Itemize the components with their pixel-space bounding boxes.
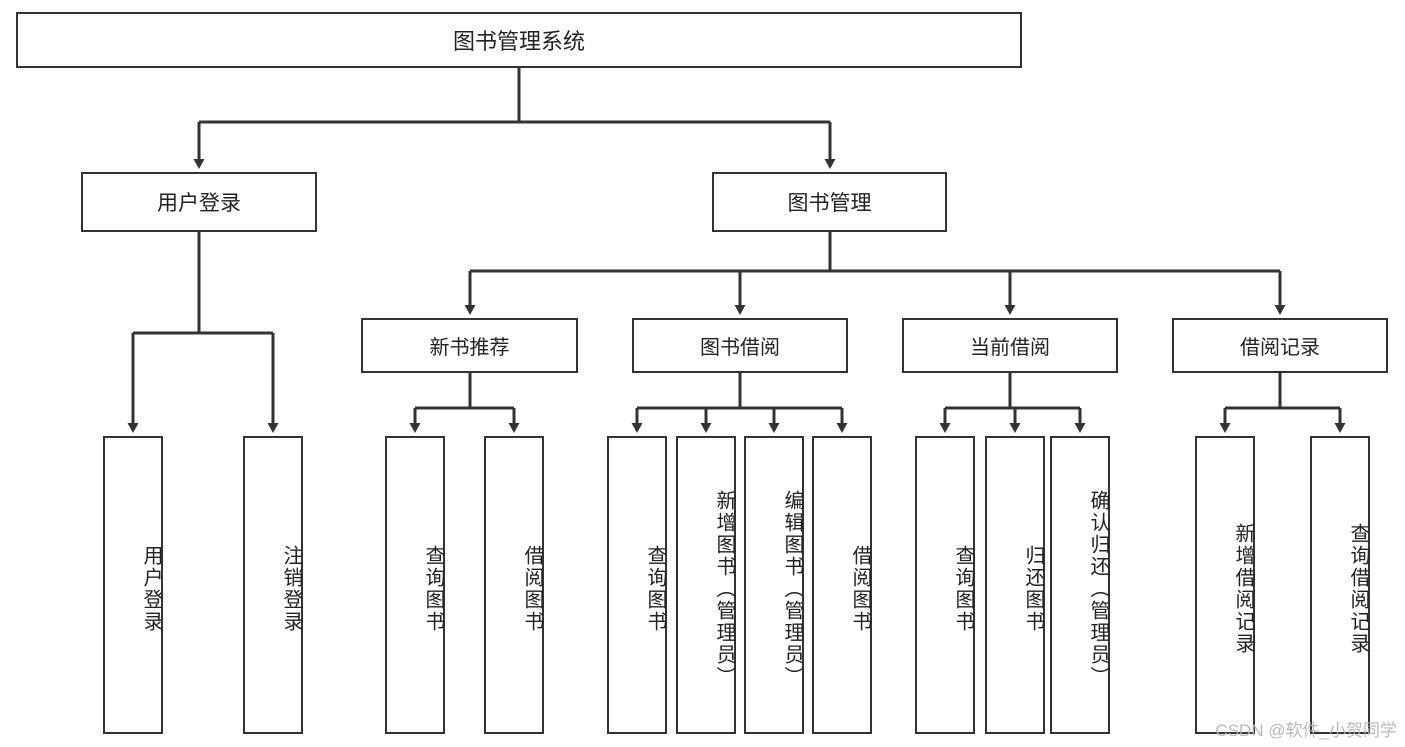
- leaf-recommend-borrow-book[interactable]: 借阅图书: [484, 436, 544, 734]
- node-new-book-recommend-label: 新书推荐: [429, 337, 510, 359]
- leaf-records-query-record-label: 查询借阅记录: [1347, 523, 1369, 655]
- leaf-recommend-query-book[interactable]: 查询图书: [385, 436, 445, 734]
- node-current-borrow-label: 当前借阅: [970, 337, 1050, 359]
- leaf-borrow-add-book-admin[interactable]: 新增图书（管理员）: [676, 436, 736, 734]
- leaf-records-add-record-label: 新增借阅记录: [1232, 523, 1254, 655]
- leaf-user-logout[interactable]: 注销登录: [243, 436, 303, 734]
- leaf-user-login-label: 用户登录: [140, 545, 162, 633]
- node-book-borrow-label: 图书借阅: [700, 337, 780, 359]
- node-book-management[interactable]: 图书管理: [712, 172, 947, 232]
- leaf-current-return-book[interactable]: 归还图书: [985, 436, 1045, 734]
- leaf-borrow-query-book[interactable]: 查询图书: [607, 436, 667, 734]
- leaf-recommend-borrow-book-label: 借阅图书: [521, 545, 543, 633]
- leaf-recommend-query-book-label: 查询图书: [422, 545, 444, 633]
- leaf-current-query-book[interactable]: 查询图书: [915, 436, 975, 734]
- leaf-borrow-edit-book-admin[interactable]: 编辑图书（管理员）: [744, 436, 804, 734]
- leaf-borrow-query-book-label: 查询图书: [644, 545, 666, 633]
- leaf-records-query-record[interactable]: 查询借阅记录: [1310, 436, 1370, 734]
- leaf-borrow-add-book-admin-label: 新增图书（管理员）: [713, 490, 735, 688]
- node-user-login-label: 用户登录: [157, 192, 241, 215]
- leaf-current-confirm-return-admin[interactable]: 确认归还（管理员）: [1050, 436, 1110, 734]
- node-user-login[interactable]: 用户登录: [81, 172, 317, 232]
- node-new-book-recommend[interactable]: 新书推荐: [361, 318, 578, 373]
- leaf-borrow-borrow-book[interactable]: 借阅图书: [812, 436, 872, 734]
- leaf-user-logout-label: 注销登录: [280, 545, 302, 633]
- node-root[interactable]: 图书管理系统: [16, 12, 1022, 68]
- node-book-borrow[interactable]: 图书借阅: [632, 318, 848, 373]
- leaf-borrow-borrow-book-label: 借阅图书: [849, 545, 871, 633]
- leaf-current-confirm-return-admin-label: 确认归还（管理员）: [1087, 490, 1109, 688]
- leaf-records-add-record[interactable]: 新增借阅记录: [1195, 436, 1255, 734]
- leaf-current-return-book-label: 归还图书: [1022, 545, 1044, 633]
- leaf-user-login[interactable]: 用户登录: [103, 436, 163, 734]
- node-borrow-records-label: 借阅记录: [1240, 337, 1320, 359]
- node-current-borrow[interactable]: 当前借阅: [902, 318, 1118, 373]
- node-root-label: 图书管理系统: [452, 29, 585, 54]
- leaf-current-query-book-label: 查询图书: [952, 545, 974, 633]
- node-borrow-records[interactable]: 借阅记录: [1172, 318, 1388, 373]
- node-book-management-label: 图书管理: [787, 192, 872, 215]
- leaf-borrow-edit-book-admin-label: 编辑图书（管理员）: [781, 490, 803, 688]
